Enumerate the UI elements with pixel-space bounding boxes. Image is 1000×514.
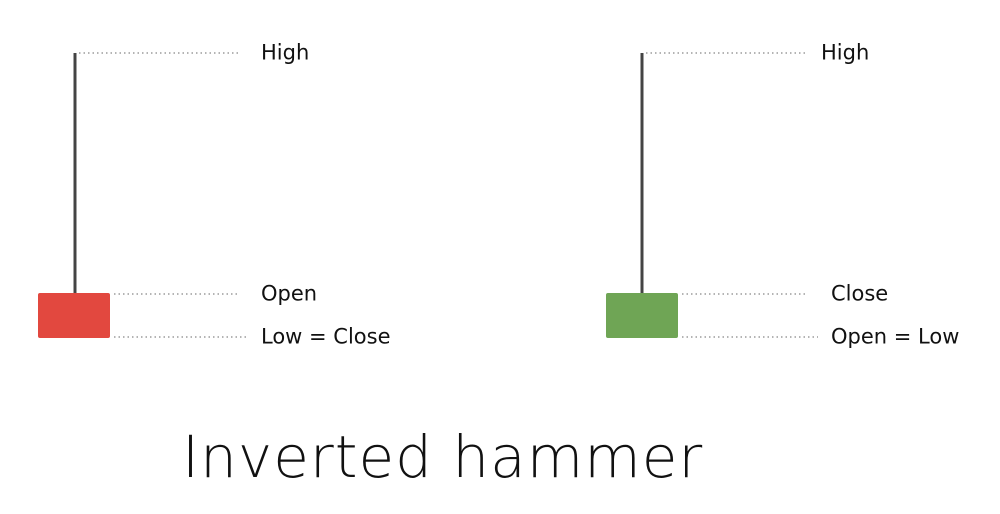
left-high-label: High <box>261 40 310 65</box>
right-low-label: Open = Low <box>831 324 960 349</box>
left-candle-bearish <box>38 52 248 338</box>
right-close-label: Close <box>831 281 889 306</box>
right-body-green <box>606 293 678 338</box>
left-open-label: Open <box>261 281 318 306</box>
left-low-label: Low = Close <box>261 324 391 349</box>
right-high-label: High <box>821 40 870 65</box>
left-body-red <box>38 293 110 338</box>
right-candle-bullish <box>606 52 818 338</box>
diagram-title: Inverted hammer <box>182 423 704 491</box>
